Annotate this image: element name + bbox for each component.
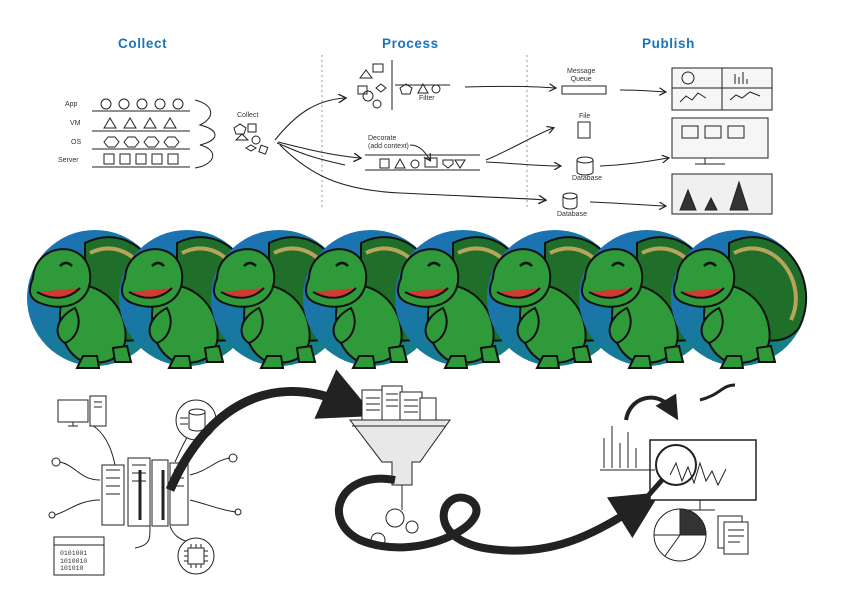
bottom-sketch (48, 369, 757, 576)
filter-label: Filter (419, 95, 435, 102)
turtle-row (27, 230, 808, 369)
binary-code-icon (53, 536, 105, 576)
output-nodes (561, 85, 668, 209)
source-label-vm: VM (70, 120, 81, 127)
database-label-1: Database (572, 175, 602, 182)
database-label-2: Database (557, 211, 587, 218)
stage-title-publish: Publish (642, 36, 695, 51)
file-icon (577, 121, 591, 139)
file-label: File (579, 113, 591, 120)
collect-arrows (274, 98, 545, 200)
decorate-node (365, 128, 560, 171)
database-icon (562, 192, 578, 200)
source-label-app: App (65, 101, 78, 108)
message-queue-icon (561, 85, 607, 95)
flow-arrow-to-dashboard (335, 474, 661, 555)
flow-arrow-to-funnel (165, 369, 375, 492)
source-label-server: Server (58, 157, 79, 164)
computer-icon (57, 395, 107, 427)
source-rows (92, 98, 216, 169)
dashboard-panels (671, 67, 773, 215)
filter-node (357, 60, 555, 110)
decorate-label: Decorate (add context) (368, 135, 409, 150)
binary-text: 0101001 1010010 101010 (60, 550, 88, 572)
pie-chart-icon (653, 508, 707, 562)
funnel-icon (348, 385, 451, 548)
chip-icon (177, 537, 215, 575)
collect-node-label: Collect (237, 112, 259, 119)
analytics-monitor-icon (638, 439, 757, 511)
refresh-arrow-icon (624, 393, 679, 421)
stage-title-collect: Collect (118, 36, 168, 51)
collect-shape-cluster (233, 123, 269, 155)
message-queue-label: Message Queue (567, 68, 596, 83)
stage-title-process: Process (382, 36, 439, 51)
server-rack-icon (101, 457, 189, 527)
turtle-mascot (671, 230, 808, 369)
documents-icon (717, 515, 749, 555)
source-label-os: OS (71, 139, 82, 146)
database-icon (576, 156, 594, 164)
bar-chart-icon (600, 426, 655, 471)
